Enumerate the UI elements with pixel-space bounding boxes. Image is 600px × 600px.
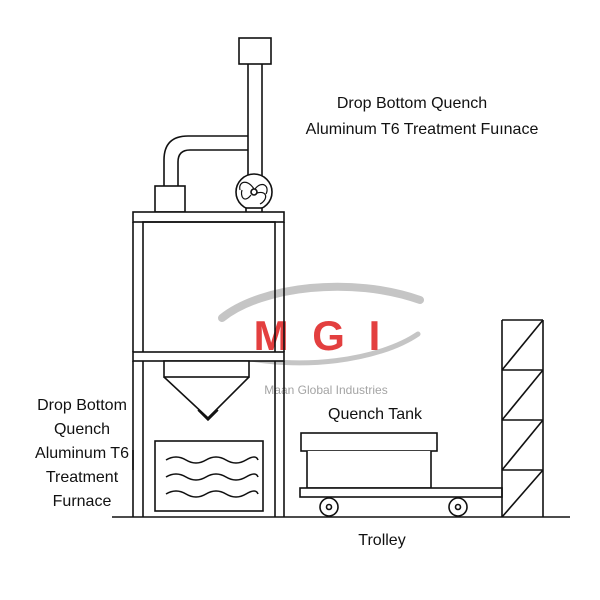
furnace-top-plate [132,211,285,223]
trolley-deck [299,487,503,498]
furnace-frame [132,211,285,517]
trolley-wheel-left [319,497,339,517]
trolley [299,487,503,517]
left-label-line5: Furnace [53,493,112,510]
stack-cap [238,37,272,65]
watermark: M G I Maan Global Industries [218,282,424,397]
quench-tank-body [306,451,432,489]
quench-tank [300,432,438,489]
trolley-label: Trolley [358,532,405,549]
left-label-line2: Quench [54,421,110,438]
drop-bottom-door [163,360,250,422]
trolley-wheel-right [448,497,468,517]
left-label-line1: Drop Bottom [37,397,127,414]
exhaust-stack [238,37,272,176]
quench-tank-label: Quench Tank [328,406,423,423]
watermark-swoosh-top [218,282,424,322]
quench-tank-rim [300,432,438,452]
watermark-company: Maan Global Industries [264,383,387,397]
left-label-line4: Treatment [46,469,119,486]
top-label-line2: Aluminum T6 Treatment Fuınace [306,121,539,138]
down-arrow-icon [197,409,219,422]
top-label-line1: Drop Bottom Quench [337,95,487,112]
left-label-line3: Aluminum T6 [35,445,129,462]
lattice-tower [501,319,544,518]
duct-inlet [154,185,186,213]
inner-quench-bath [154,440,264,512]
fan-icon [235,173,273,215]
air-duct [154,135,248,213]
furnace-mid-beam [132,351,285,362]
